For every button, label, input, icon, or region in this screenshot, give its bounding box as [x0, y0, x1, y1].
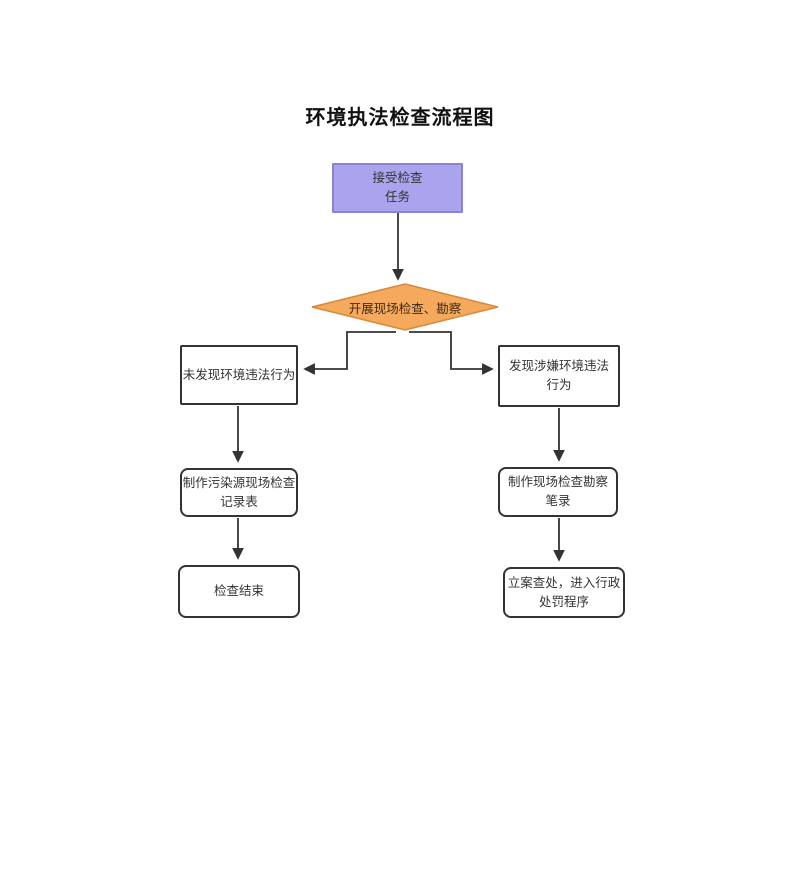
node-no-violation-label: 未发现环境违法行为: [182, 367, 296, 382]
node-start: 接受检查 任务: [332, 163, 463, 213]
node-violation-found-label: 发现涉嫌环境违法 行为: [508, 359, 609, 392]
node-decision-diamond-shape: [311, 283, 499, 331]
node-inspection-end-label: 检查结束: [213, 584, 264, 599]
node-no-violation: 未发现环境违法行为: [180, 345, 298, 405]
node-start-label: 接受检查 任务: [372, 171, 423, 204]
node-decision: 开展现场检查、勘察: [325, 297, 485, 317]
node-record-form-label: 制作污染源现场检查 记录表: [182, 475, 296, 509]
node-record-form: 制作污染源现场检查 记录表: [180, 468, 298, 517]
edge-decision-to-no-violation: [303, 331, 396, 375]
node-survey-notes: 制作现场检查勘察 笔录: [498, 467, 618, 517]
node-decision-label: 开展现场检查、勘察: [348, 301, 462, 316]
node-survey-notes-label: 制作现场检查勘察 笔录: [507, 475, 608, 508]
node-inspection-end: 检查结束: [178, 565, 300, 618]
node-case-filing: 立案查处，进入行政 处罚程序: [503, 567, 625, 618]
flowchart-title: 环境执法检查流程图: [305, 107, 495, 129]
node-violation-found: 发现涉嫌环境违法 行为: [498, 345, 620, 407]
node-case-filing-label: 立案查处，进入行政 处罚程序: [507, 575, 621, 609]
edge-decision-to-violation-found: [409, 331, 494, 375]
